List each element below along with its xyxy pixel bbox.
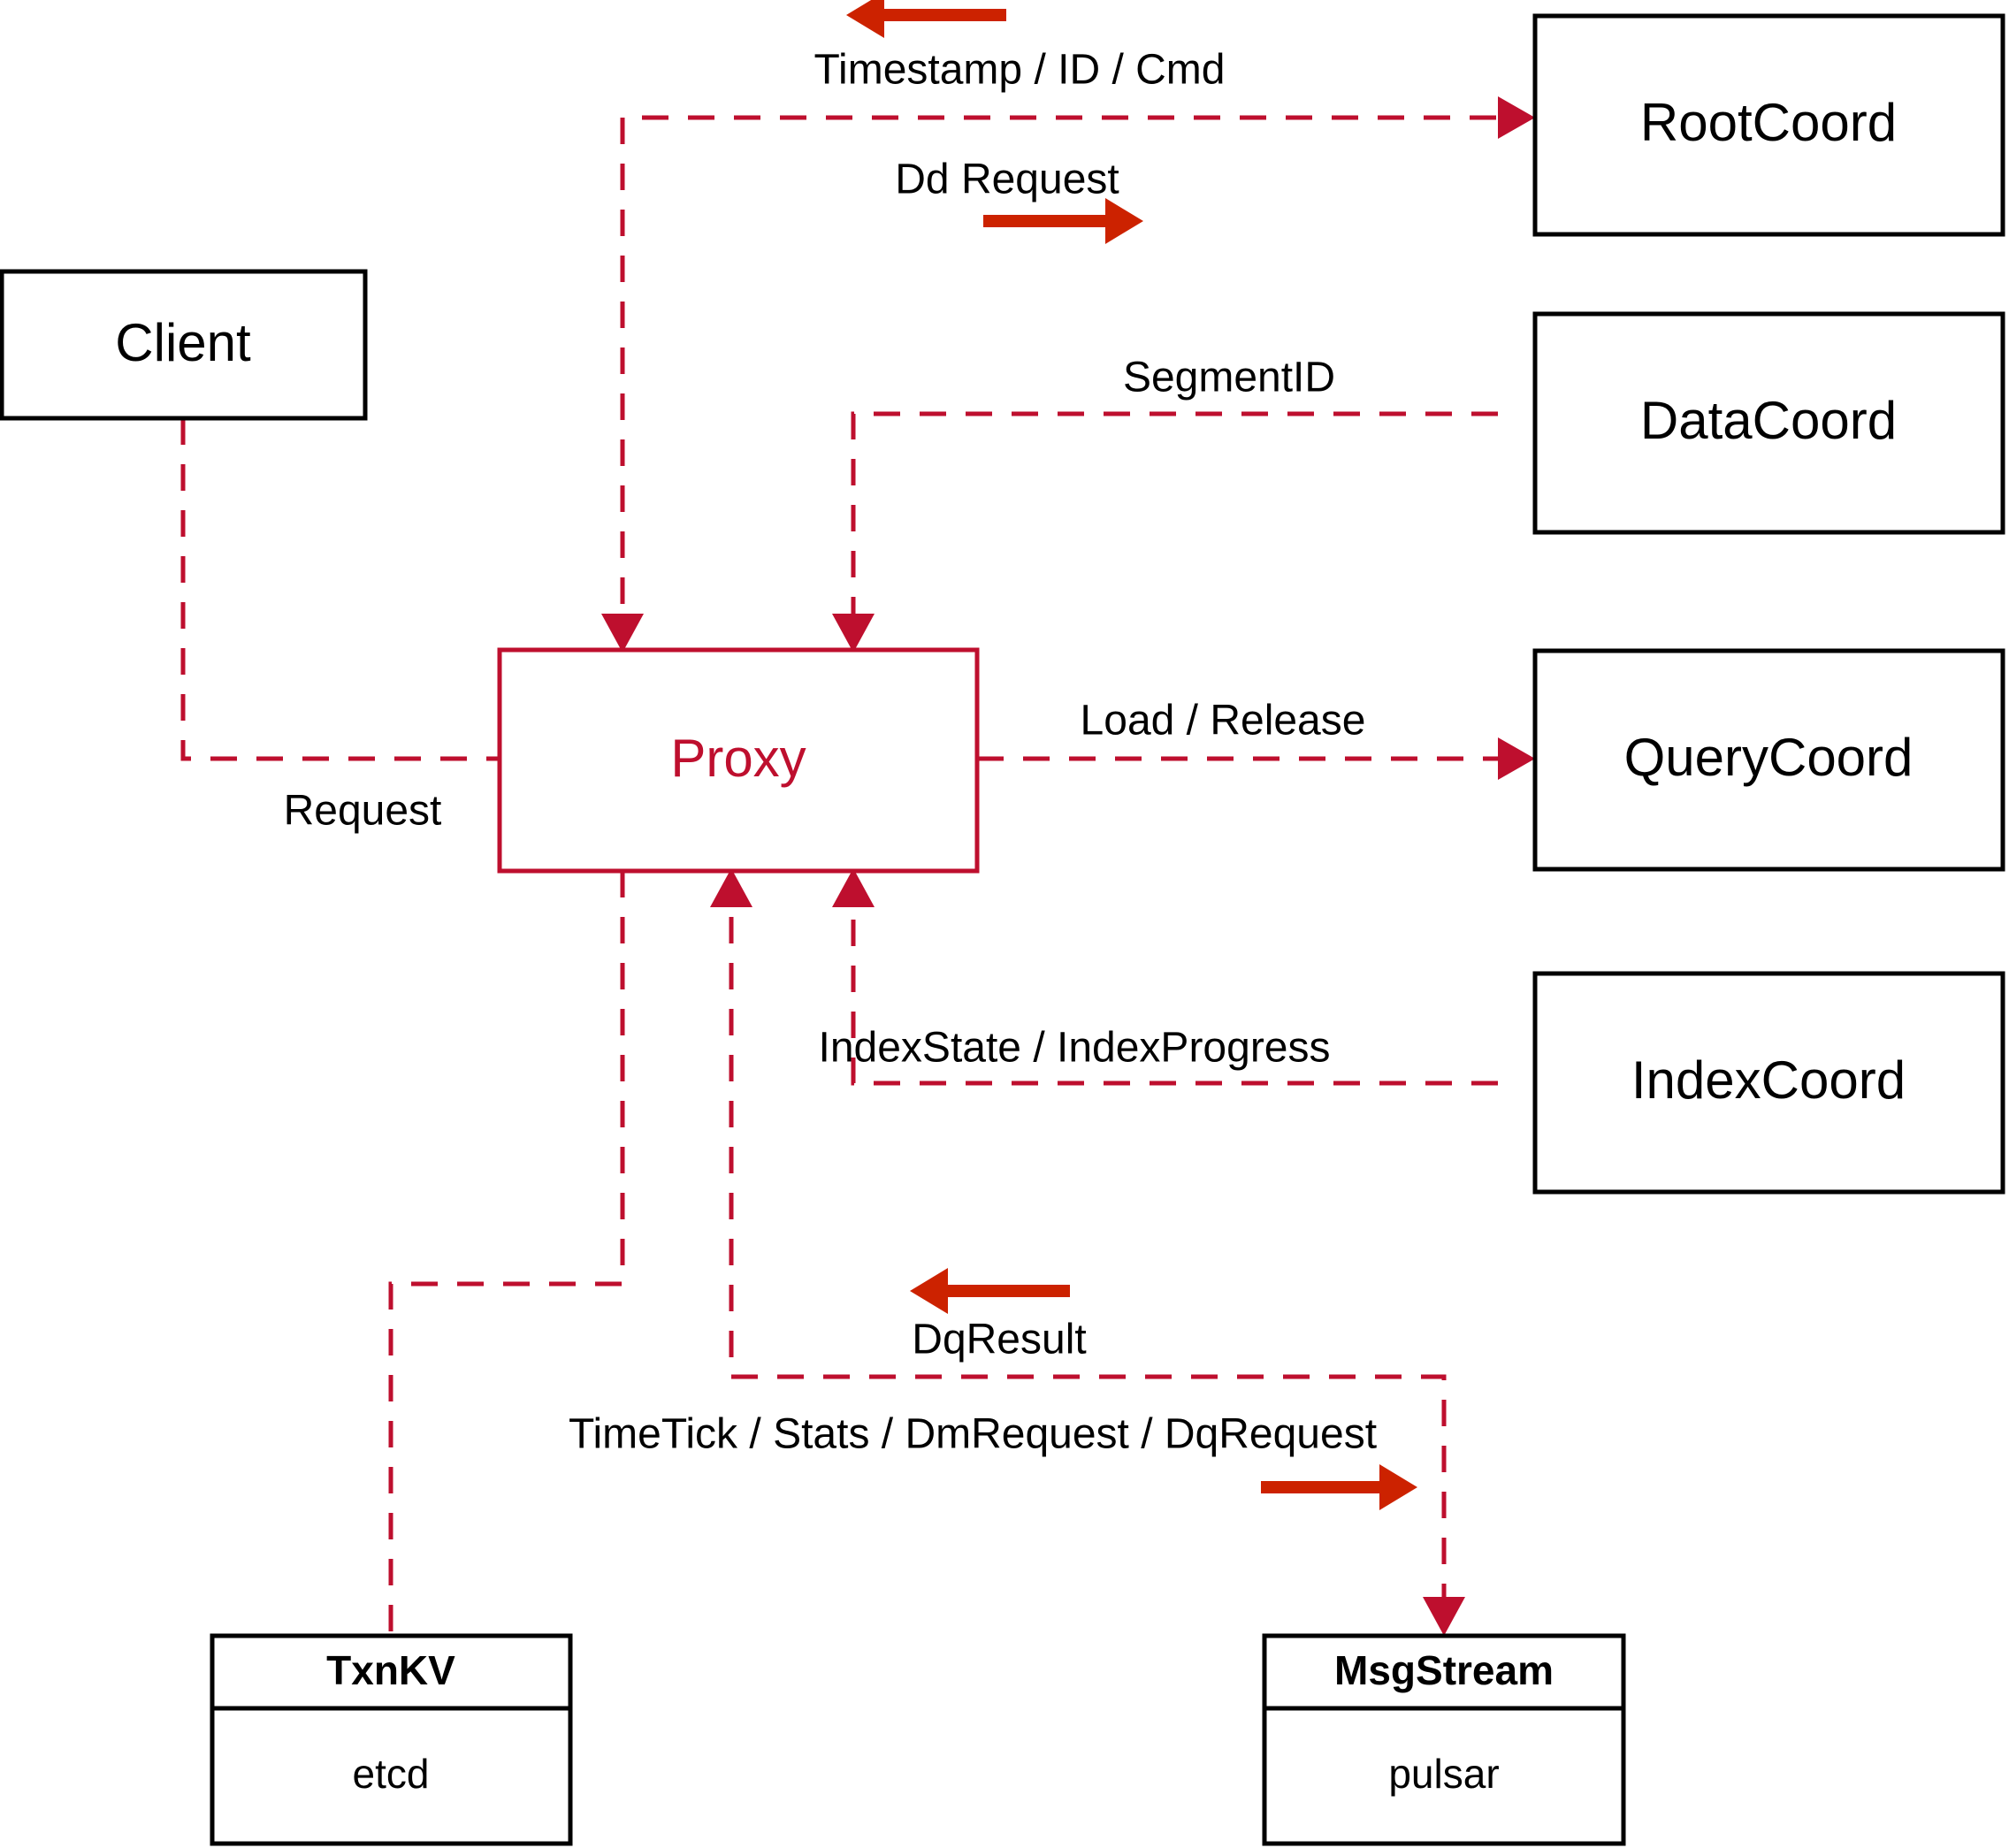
direction-arrow-timestamp-head — [846, 0, 884, 38]
flow-msgstream — [710, 868, 1465, 1636]
node-indexcoord[interactable]: IndexCoord — [1532, 971, 2005, 1195]
node-querycoord-label: QueryCoord — [1624, 728, 1914, 787]
flow-indexcoord — [832, 868, 1498, 1086]
node-rootcoord[interactable]: RootCoord — [1532, 13, 2005, 237]
flow-msgstream-path — [729, 871, 1447, 1631]
flow-datacoord — [832, 411, 1498, 653]
node-querycoord-box — [1532, 648, 2005, 872]
node-client[interactable]: Client — [0, 269, 368, 421]
direction-arrow-timetick — [1261, 1464, 1417, 1510]
node-proxy-box — [497, 647, 980, 874]
flow-proxy-bottom-mid-arrowhead — [710, 868, 752, 907]
node-rootcoord-box — [1532, 13, 2005, 237]
node-client-label: Client — [115, 313, 251, 372]
flow-datacoord-path — [851, 411, 1498, 650]
node-indexcoord-label: IndexCoord — [1631, 1050, 1906, 1110]
flow-querycoord — [977, 737, 1535, 780]
node-proxy-label: Proxy — [670, 729, 806, 788]
node-datacoord-box — [1532, 311, 2005, 535]
node-querycoord[interactable]: QueryCoord — [1532, 648, 2005, 872]
edge-label-dd-request: Dd Request — [895, 157, 1119, 203]
flow-rootcoord — [601, 96, 1535, 653]
flow-indexcoord-path — [851, 871, 1498, 1086]
direction-arrow-dd-request — [983, 198, 1143, 244]
node-msgstream-impl: pulsar — [1388, 1751, 1499, 1797]
flow-client-request-path — [180, 418, 500, 761]
edge-label-dq-result: DqResult — [912, 1317, 1086, 1363]
flow-proxy-top-left-arrowhead — [601, 614, 644, 653]
edge-label-index-state: IndexState / IndexProgress — [819, 1025, 1331, 1072]
edge-label-timestamp-id-cmd: Timestamp / ID / Cmd — [814, 47, 1226, 94]
direction-arrow-dqresult — [910, 1268, 1070, 1314]
edge-label-load-release: Load / Release — [1081, 698, 1366, 745]
node-txnkv-impl: etcd — [353, 1751, 430, 1797]
edge-label-request: Request — [284, 788, 442, 835]
flow-rootcoord-path — [620, 115, 1498, 650]
flow-msgstream-arrowhead — [1423, 1597, 1465, 1636]
node-msgstream-title: MsgStream — [1334, 1647, 1554, 1693]
edge-label-timetick-stats: TimeTick / Stats / DmRequest / DqRequest — [569, 1411, 1377, 1458]
edge-label-segment-id: SegmentID — [1123, 355, 1335, 401]
node-datacoord-label: DataCoord — [1640, 391, 1897, 450]
flow-txnkv-path — [388, 871, 625, 1636]
node-rootcoord-label: RootCoord — [1640, 93, 1897, 152]
flow-txnkv — [388, 871, 625, 1636]
direction-arrow-dqresult-head — [910, 1268, 948, 1314]
direction-arrow-timetick-head — [1379, 1464, 1417, 1510]
node-txnkv[interactable]: TxnKV etcd — [210, 1633, 573, 1846]
flow-indexcoord-arrowhead — [832, 868, 875, 907]
node-indexcoord-box — [1532, 971, 2005, 1195]
flow-querycoord-arrowhead — [1498, 737, 1535, 780]
direction-arrow-dd-request-head — [1105, 198, 1143, 244]
direction-arrow-timestamp — [846, 0, 1006, 38]
node-proxy[interactable]: Proxy — [497, 647, 980, 874]
node-msgstream-box — [1262, 1633, 1626, 1846]
node-client-box — [0, 269, 368, 421]
flow-datacoord-arrowhead — [832, 614, 875, 653]
node-msgstream[interactable]: MsgStream pulsar — [1262, 1633, 1626, 1846]
flow-rootcoord-arrowhead — [1498, 96, 1535, 139]
flow-client-request — [180, 418, 537, 780]
node-txnkv-box — [210, 1633, 573, 1846]
node-txnkv-title: TxnKV — [326, 1647, 455, 1693]
node-datacoord[interactable]: DataCoord — [1532, 311, 2005, 535]
